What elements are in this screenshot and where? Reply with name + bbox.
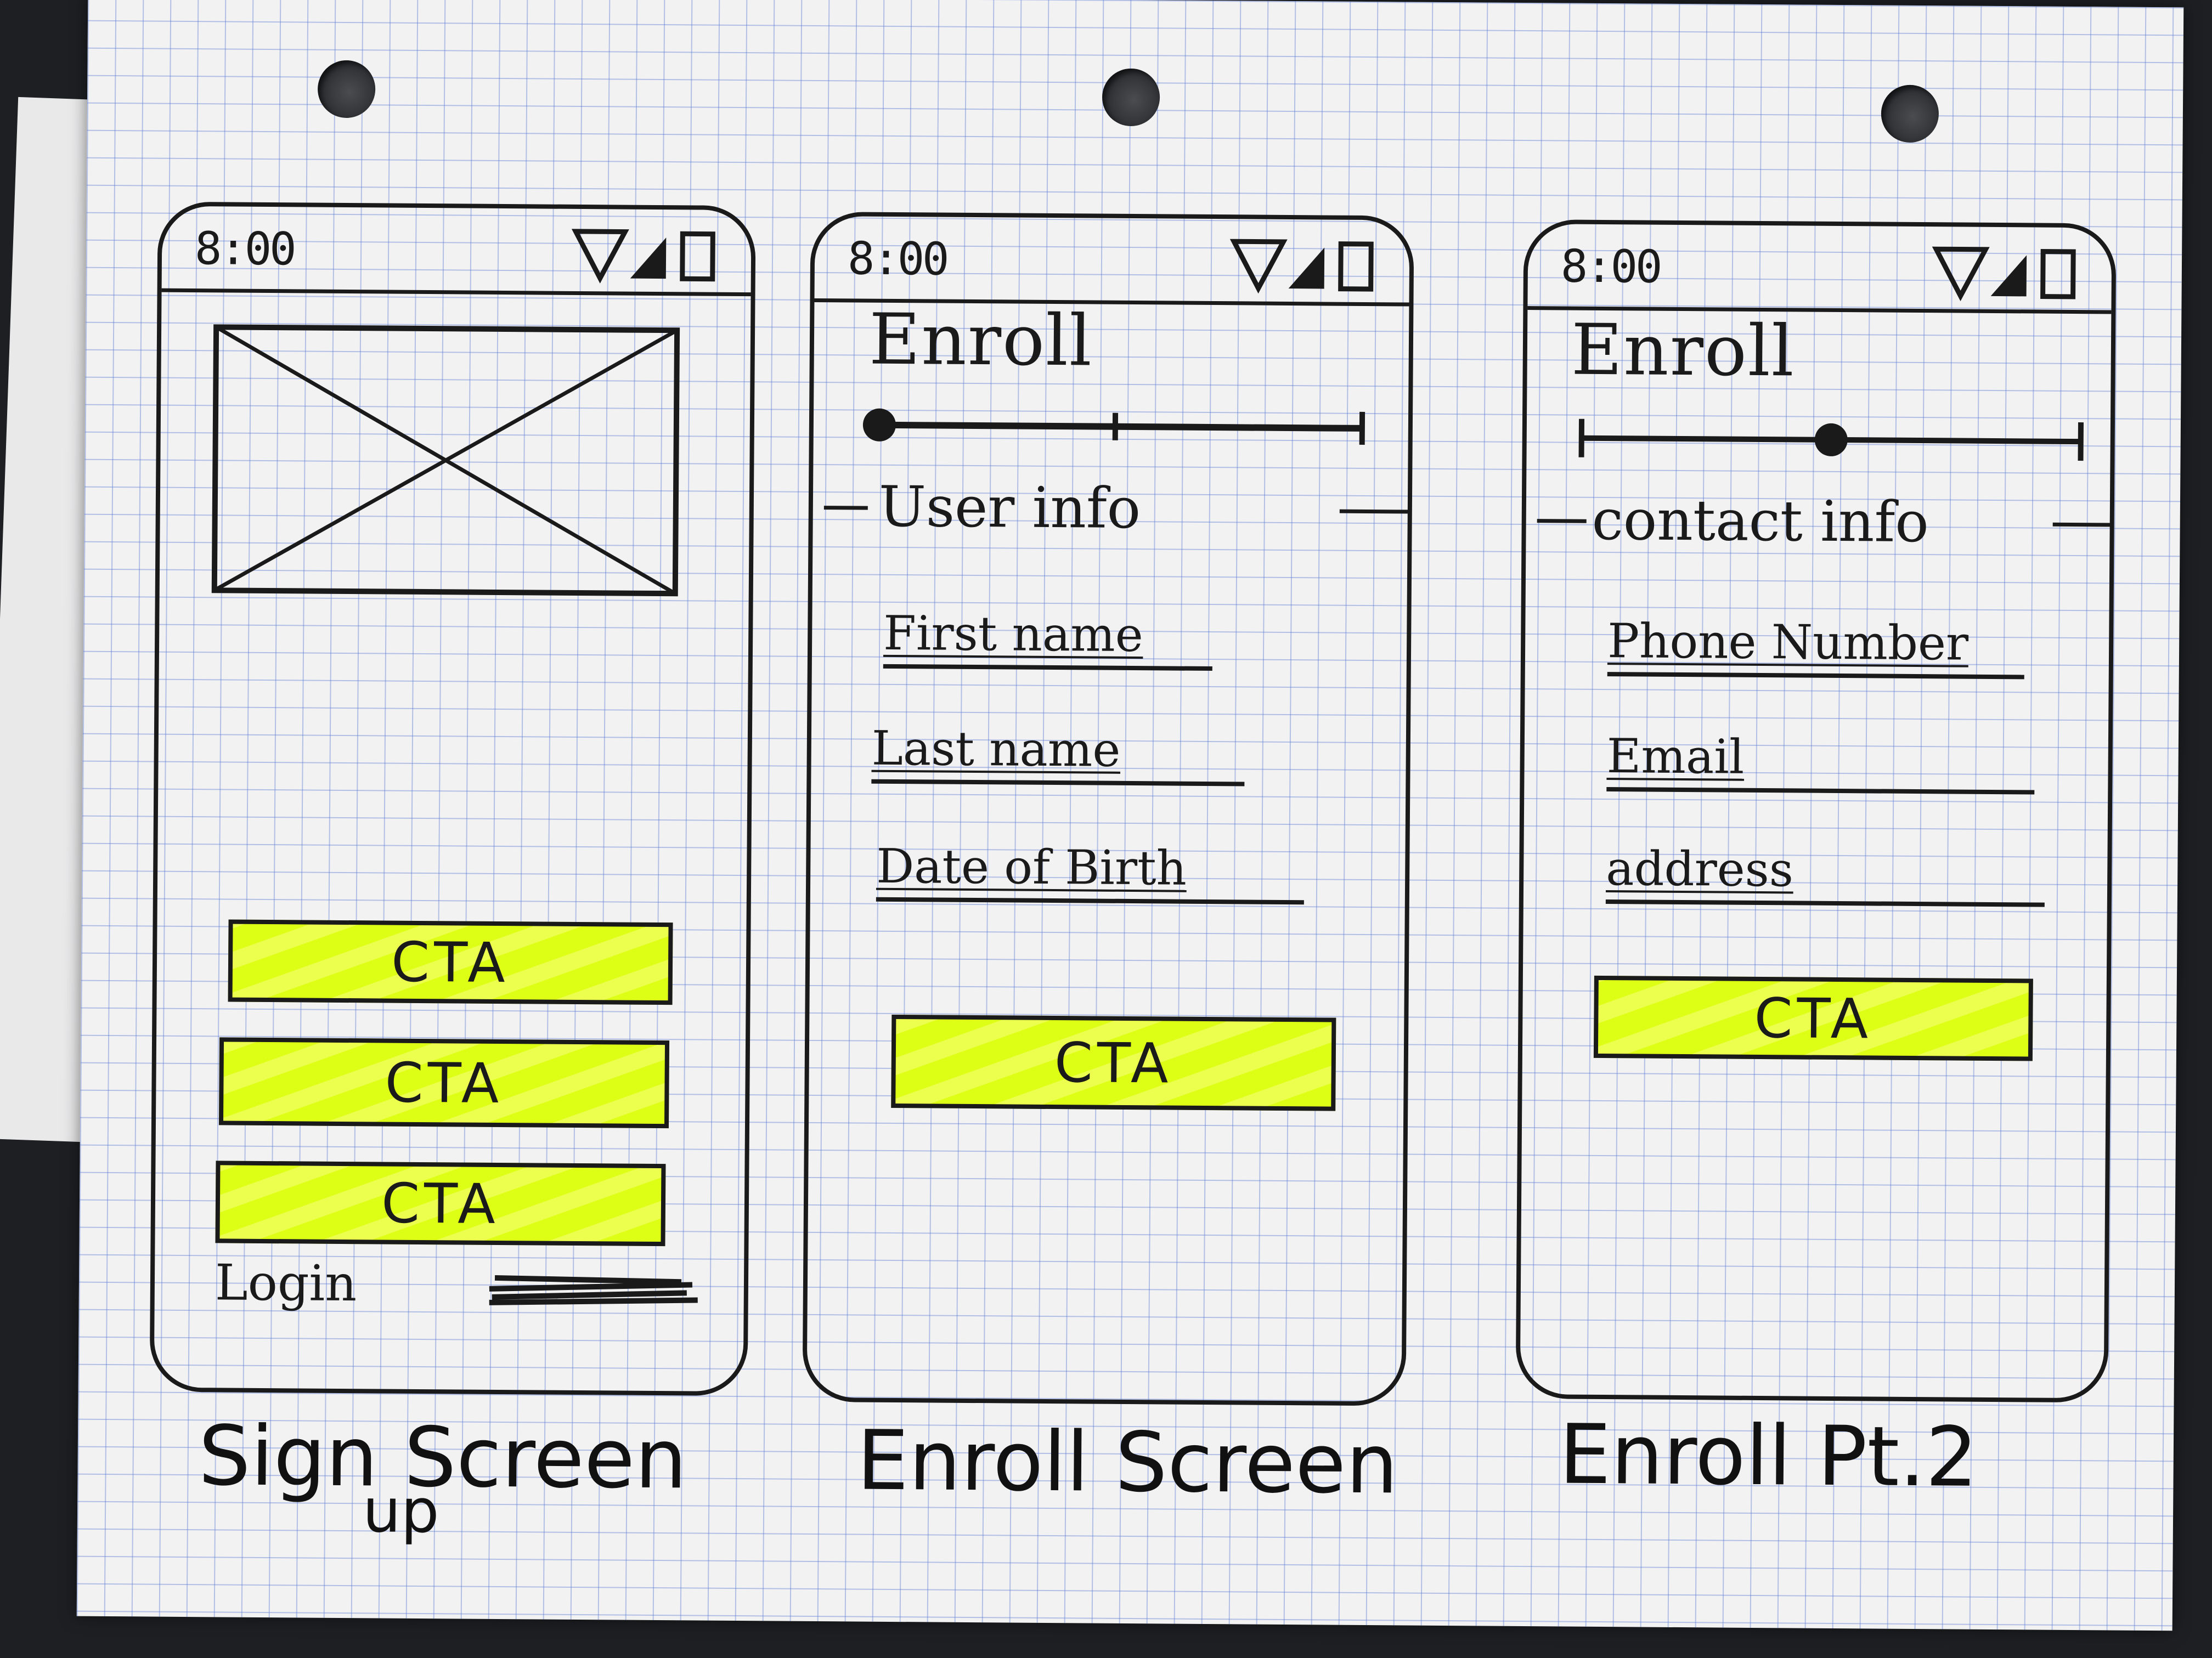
scribbled-out-text — [489, 1275, 698, 1305]
last-name-field[interactable]: Last name — [871, 721, 1245, 786]
section-divider-right — [2052, 522, 2113, 527]
status-bar: 8:00 — [1527, 224, 2112, 314]
wifi-icon — [1229, 239, 1288, 294]
date-of-birth-field[interactable]: Date of Birth — [876, 839, 1305, 905]
screen-caption-enroll: Enroll Screen — [856, 1413, 1399, 1513]
phone-frame-enroll-pt2: 8:00 Enroll contact info Phone Number Em… — [1515, 219, 2117, 1403]
battery-icon — [1338, 241, 1374, 292]
wifi-icon — [1932, 246, 1990, 302]
login-link[interactable]: Login — [215, 1254, 357, 1313]
screen-caption-sign-up: Sign Screen — [198, 1408, 687, 1508]
cta-button-2[interactable]: CTA — [218, 1037, 670, 1129]
binder-hole-right — [1881, 84, 1939, 143]
progress-step-indicator — [1814, 423, 1848, 456]
screen-caption-enroll-pt2: Enroll Pt.2 — [1559, 1407, 1978, 1506]
signal-icon — [630, 237, 667, 279]
signal-icon — [1288, 247, 1325, 289]
section-divider-left — [1537, 519, 1587, 523]
status-time: 8:00 — [194, 223, 295, 276]
progress-stepper — [862, 408, 1365, 445]
graph-paper: 8:00 CTA CTA CTA Login Sign Screen up 8:… — [76, 0, 2184, 1631]
status-icons — [571, 229, 715, 284]
cta-button-1[interactable]: CTA — [228, 919, 673, 1005]
battery-icon — [680, 231, 715, 282]
status-time: 8:00 — [1560, 240, 1661, 293]
status-bar: 8:00 — [814, 216, 1410, 307]
progress-stepper — [1578, 418, 2084, 461]
progress-step-indicator — [862, 408, 896, 442]
section-divider-right — [1339, 509, 1411, 514]
image-placeholder — [211, 324, 680, 597]
status-bar: 8:00 — [161, 206, 752, 297]
binder-hole-center — [1102, 68, 1160, 127]
email-field[interactable]: Email — [1606, 729, 2035, 795]
phone-number-field[interactable]: Phone Number — [1607, 614, 2025, 680]
address-field[interactable]: address — [1605, 841, 2045, 907]
section-label: contact info — [1592, 487, 1929, 556]
battery-icon — [2040, 249, 2076, 299]
section-label: User info — [878, 474, 1141, 542]
section-divider-left — [823, 506, 868, 510]
page-title: Enroll — [1571, 309, 1796, 393]
first-name-field[interactable]: First name — [883, 606, 1213, 671]
binder-hole-left — [317, 60, 376, 118]
status-icons — [1229, 239, 1374, 294]
status-time: 8:00 — [847, 233, 947, 286]
phone-frame-sign-up: 8:00 CTA CTA CTA Login — [149, 201, 756, 1396]
cta-button[interactable]: CTA — [891, 1014, 1336, 1111]
page-title: Enroll — [868, 298, 1093, 382]
phone-frame-enroll: 8:00 Enroll User info First name Last na… — [802, 211, 1414, 1406]
status-icons — [1932, 246, 2076, 302]
caption-insert: up — [362, 1475, 440, 1547]
cta-button-3[interactable]: CTA — [215, 1161, 666, 1247]
wifi-icon — [571, 229, 629, 284]
cta-button[interactable]: CTA — [1593, 975, 2033, 1061]
signal-icon — [1990, 255, 2027, 297]
